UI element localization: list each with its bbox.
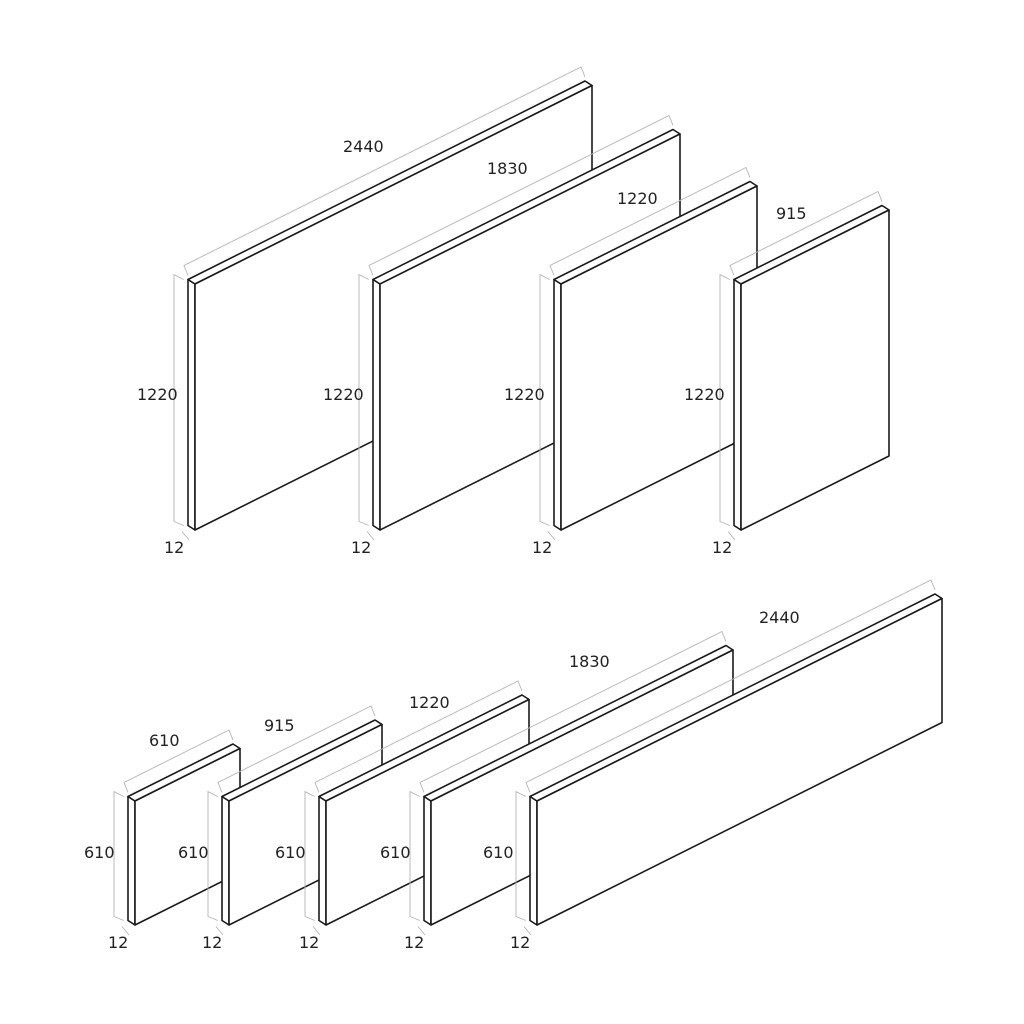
bottom-panel-2: [207, 705, 383, 936]
bottom-panel-1-thickness-guide: [121, 926, 130, 936]
top-panel-2-height-label: 1220: [323, 385, 364, 404]
top-panel-2-width-guide: [368, 114, 674, 276]
top-panel-4: [719, 190, 890, 541]
bottom-panel-5-thickness-guide: [523, 926, 532, 936]
top-panel-3: [539, 166, 758, 541]
bottom-panel-3-width-guide: [314, 680, 523, 793]
bottom-panel-5-width-guide: [525, 579, 936, 793]
bottom-panel-3-thickness-label: 12: [299, 933, 319, 952]
top-panel-4-width-guide: [729, 190, 883, 276]
bottom-panel-2-height-guide: [207, 790, 219, 921]
top-panel-4-height-guide: [719, 273, 731, 526]
top-panel-2-left-edge: [372, 278, 381, 531]
bottom-panel-1-height-label: 610: [84, 843, 115, 862]
top-panel-1-height-guide: [173, 273, 185, 526]
top-panel-4-front-face: [740, 209, 890, 531]
bottom-panel-4-width-guide: [419, 630, 727, 793]
top-panel-4-height-label: 1220: [684, 385, 725, 404]
bottom-panel-4-height-label: 610: [380, 843, 411, 862]
bottom-panel-5-front-face: [536, 597, 943, 926]
bottom-panel-4-left-edge: [423, 795, 432, 926]
bottom-panel-3-left-edge: [318, 795, 327, 926]
bottom-panel-1-height-guide: [113, 790, 125, 921]
bottom-panel-2-thickness-label: 12: [202, 933, 222, 952]
bottom-panel-5-width-label: 2440: [759, 608, 800, 627]
labels-layer: 2440 1220 12 1830 1220 12 1220 1220 12 9…: [84, 137, 807, 952]
top-panel-1-thickness-guide: [181, 531, 190, 541]
bottom-panel-1-width-guide: [123, 729, 234, 793]
bottom-panel-4-thickness-label: 12: [404, 933, 424, 952]
bottom-panel-1-thickness-label: 12: [108, 933, 128, 952]
top-panel-3-left-edge: [553, 278, 562, 531]
top-panel-2: [358, 114, 681, 541]
top-panel-2-width-label: 1830: [487, 159, 528, 178]
bottom-panel-3-thickness-guide: [312, 926, 321, 936]
bottom-panel-3-height-label: 610: [275, 843, 306, 862]
top-panel-3-width-guide: [549, 166, 751, 276]
top-panel-4-thickness-guide: [727, 531, 736, 541]
top-panel-3-front-face: [560, 185, 758, 531]
bottom-panel-2-width-guide: [217, 705, 376, 793]
bottom-panel-1: [113, 729, 241, 936]
top-panel-2-height-guide: [358, 273, 370, 526]
top-panel-1-height-label: 1220: [137, 385, 178, 404]
bottom-panel-1-left-edge: [127, 795, 136, 926]
top-panel-1-width-label: 2440: [343, 137, 384, 156]
top-panel-4-left-edge: [733, 278, 742, 531]
panels-layer: [113, 66, 943, 936]
bottom-panel-5-thickness-label: 12: [510, 933, 530, 952]
top-panel-1-left-edge: [187, 278, 196, 531]
top-panel-3-thickness-label: 12: [532, 538, 552, 557]
top-panel-1-width-guide: [183, 66, 586, 276]
bottom-panel-3-height-guide: [304, 790, 316, 921]
bottom-panel-4-height-guide: [409, 790, 421, 921]
top-panel-2-thickness-guide: [366, 531, 375, 541]
bottom-panel-3-width-label: 1220: [409, 693, 450, 712]
bottom-panel-5: [515, 579, 943, 936]
bottom-panel-5-height-guide: [515, 790, 527, 921]
top-panel-4-width-label: 915: [776, 204, 807, 223]
top-panel-3-height-guide: [539, 273, 551, 526]
bottom-panel-2-thickness-guide: [215, 926, 224, 936]
bottom-panel-5-left-edge: [529, 795, 538, 926]
bottom-panel-2-left-edge: [221, 795, 230, 926]
top-panel-3-width-label: 1220: [617, 189, 658, 208]
bottom-panel-2-width-label: 915: [264, 716, 295, 735]
bottom-panel-1-width-label: 610: [149, 731, 180, 750]
top-panel-4-thickness-label: 12: [712, 538, 732, 557]
top-panel-1-thickness-label: 12: [164, 538, 184, 557]
bottom-panel-4-width-label: 1830: [569, 652, 610, 671]
top-panel-2-thickness-label: 12: [351, 538, 371, 557]
top-panel-3-thickness-guide: [547, 531, 556, 541]
bottom-panel-5-height-label: 610: [483, 843, 514, 862]
bottom-panel-4-thickness-guide: [417, 926, 426, 936]
bottom-panel-1-front-face: [134, 747, 241, 926]
top-panel-3-height-label: 1220: [504, 385, 545, 404]
bottom-panel-2-height-label: 610: [178, 843, 209, 862]
